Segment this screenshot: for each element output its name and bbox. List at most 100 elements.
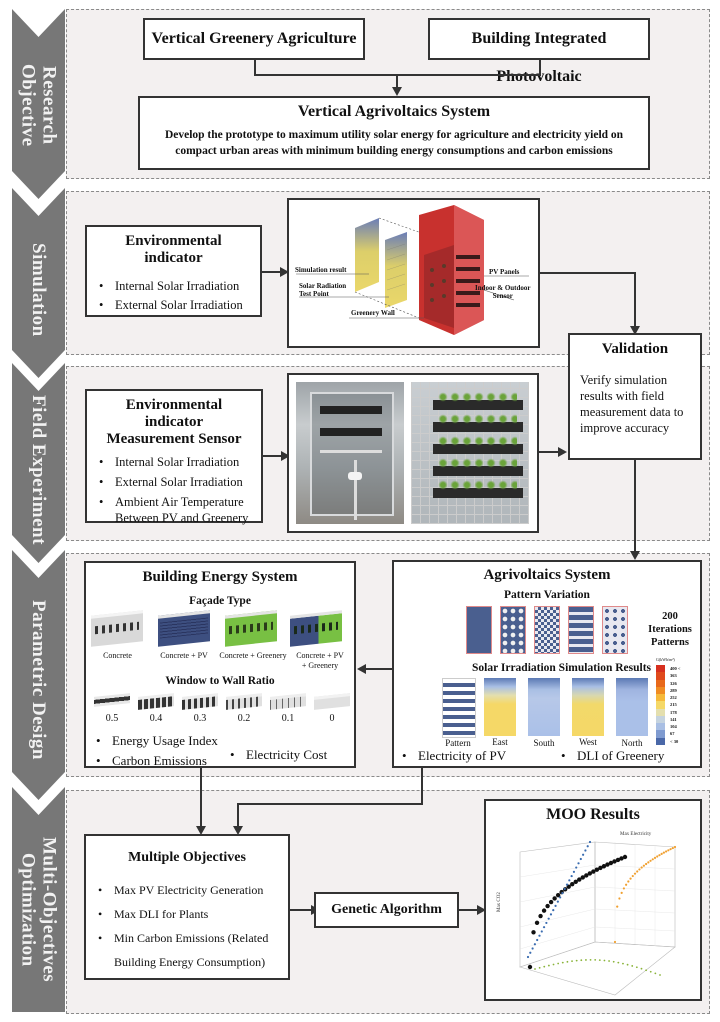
projection-point-orange [625, 883, 628, 886]
projection-point-green [552, 963, 555, 966]
projection-point-blue [547, 917, 550, 920]
label-sensor: Indoor & Outdoor Sensor [475, 284, 531, 300]
pareto-point [591, 869, 596, 874]
projection-point-green [631, 965, 634, 967]
pattern-grid [500, 606, 526, 654]
label-greenery-wall: Greenery Wall [351, 309, 395, 317]
stage-label-research: Research Objective [17, 63, 60, 147]
projection-point-orange [642, 864, 645, 867]
projection-point-orange [662, 851, 665, 854]
building-energy-box: Building Energy System Façade Type Concr… [84, 561, 356, 771]
result-west [572, 678, 604, 736]
projection-point-green [612, 960, 615, 963]
facade-label: Concrete + PV [160, 651, 208, 660]
projection-point-blue [561, 892, 564, 895]
field-title-2: Measurement Sensor [106, 431, 242, 447]
agri-output: Electricity of PV [398, 748, 506, 764]
legend-value: 215 [670, 702, 677, 708]
moo-results-box: MOO Results Max Electricity Max CO2 [484, 799, 702, 1001]
wwr-0.2-icon [226, 693, 262, 710]
projection-point-orange [673, 845, 677, 849]
iterations-note: 200 Iterations Patterns [648, 611, 692, 648]
simulation-3d-model [296, 205, 529, 335]
facade-pv-icon [158, 610, 210, 647]
projection-point-orange [622, 887, 625, 890]
pattern-dots [602, 606, 628, 654]
projection-point-green [585, 959, 587, 961]
projection-point-blue [531, 947, 534, 950]
projection-point-orange [645, 862, 648, 866]
projection-point-green [626, 963, 629, 966]
wwr-0.5-icon [94, 693, 130, 707]
pareto-point [541, 908, 547, 913]
projection-point-blue [568, 879, 571, 882]
projection-point-green [649, 970, 652, 973]
result-label: North [621, 738, 643, 748]
pareto-point [552, 896, 557, 901]
sim-item: Internal Solar Irradiation [95, 277, 252, 296]
legend-value: 178 [670, 709, 677, 715]
pareto-point [605, 862, 610, 867]
legend-swatch [656, 672, 665, 681]
simulation-model-figure: Simulation result Solar Radiation Test P… [287, 198, 540, 348]
result-label: West [579, 737, 597, 747]
bipv-box: Building Integrated Photovoltaic [428, 18, 650, 85]
pareto-point [570, 881, 575, 887]
projection-point-blue [559, 896, 562, 899]
pareto-point [538, 913, 543, 919]
moo-axis-electricity: Max Electricity [620, 832, 652, 837]
legend-swatch [656, 701, 665, 710]
projection-point-green [659, 974, 661, 976]
projection-point-green [589, 958, 592, 961]
stage-chevron-simulation [12, 188, 65, 378]
pareto-point [598, 865, 603, 871]
projection-point-blue [584, 849, 587, 852]
projection-point-orange [638, 868, 641, 871]
legend-value: 289 [670, 687, 677, 693]
projection-point-orange [667, 849, 670, 852]
pareto-point [584, 873, 589, 878]
projection-point-green [543, 965, 546, 968]
projection-point-orange [616, 905, 619, 908]
legend-swatch [656, 723, 665, 731]
projection-point-blue [570, 874, 573, 878]
projection-point-orange [647, 861, 650, 864]
stage-label-simulation: Simulation [28, 243, 49, 337]
stage-label-field: Field Experiment [28, 395, 49, 545]
projection-point-orange [636, 870, 639, 873]
validation-box: Validation Verify simulation results wit… [568, 333, 702, 460]
stage-label-parametric: Parametric Design [28, 600, 49, 760]
pareto-point [527, 964, 533, 970]
projection-point-green [547, 964, 550, 967]
projection-point-blue [540, 930, 543, 933]
field-item: External Solar Irradiation [95, 474, 253, 490]
wwr-0.4-icon [138, 693, 174, 710]
result-pattern [442, 678, 476, 738]
projection-point-orange [627, 880, 630, 883]
projection-point-green [654, 972, 657, 975]
wwr-value: 0.5 [105, 713, 119, 724]
projection-point-blue [563, 887, 566, 890]
wwr-title: Window to Wall Ratio [165, 675, 275, 687]
legend-value: 104 [670, 724, 677, 730]
legend-swatch [656, 686, 665, 695]
label-simulation-result: Simulation result [295, 266, 347, 274]
legend-value: 141 [670, 716, 677, 722]
validation-text: Verify simulation results with field mea… [580, 373, 684, 435]
label-pv-panels: PV Panels [489, 268, 520, 276]
pareto-point [622, 854, 628, 860]
projection-point-orange [658, 854, 661, 857]
legend-value: 67 [670, 731, 675, 737]
agrivoltaics-box: Agrivoltaics System Pattern Variation 20… [392, 560, 702, 768]
stage-chevron-moo [12, 787, 65, 1012]
building-output: Electricity Cost [226, 745, 327, 765]
legend-swatch [656, 694, 665, 702]
projection-point-blue [549, 913, 553, 916]
pareto-point [566, 884, 571, 889]
projection-point-green [534, 968, 536, 970]
facade-label: Concrete [103, 651, 132, 660]
pareto-point [577, 877, 582, 882]
projection-point-green [561, 961, 564, 964]
legend-swatch [656, 665, 665, 673]
projection-point-blue [577, 862, 580, 865]
